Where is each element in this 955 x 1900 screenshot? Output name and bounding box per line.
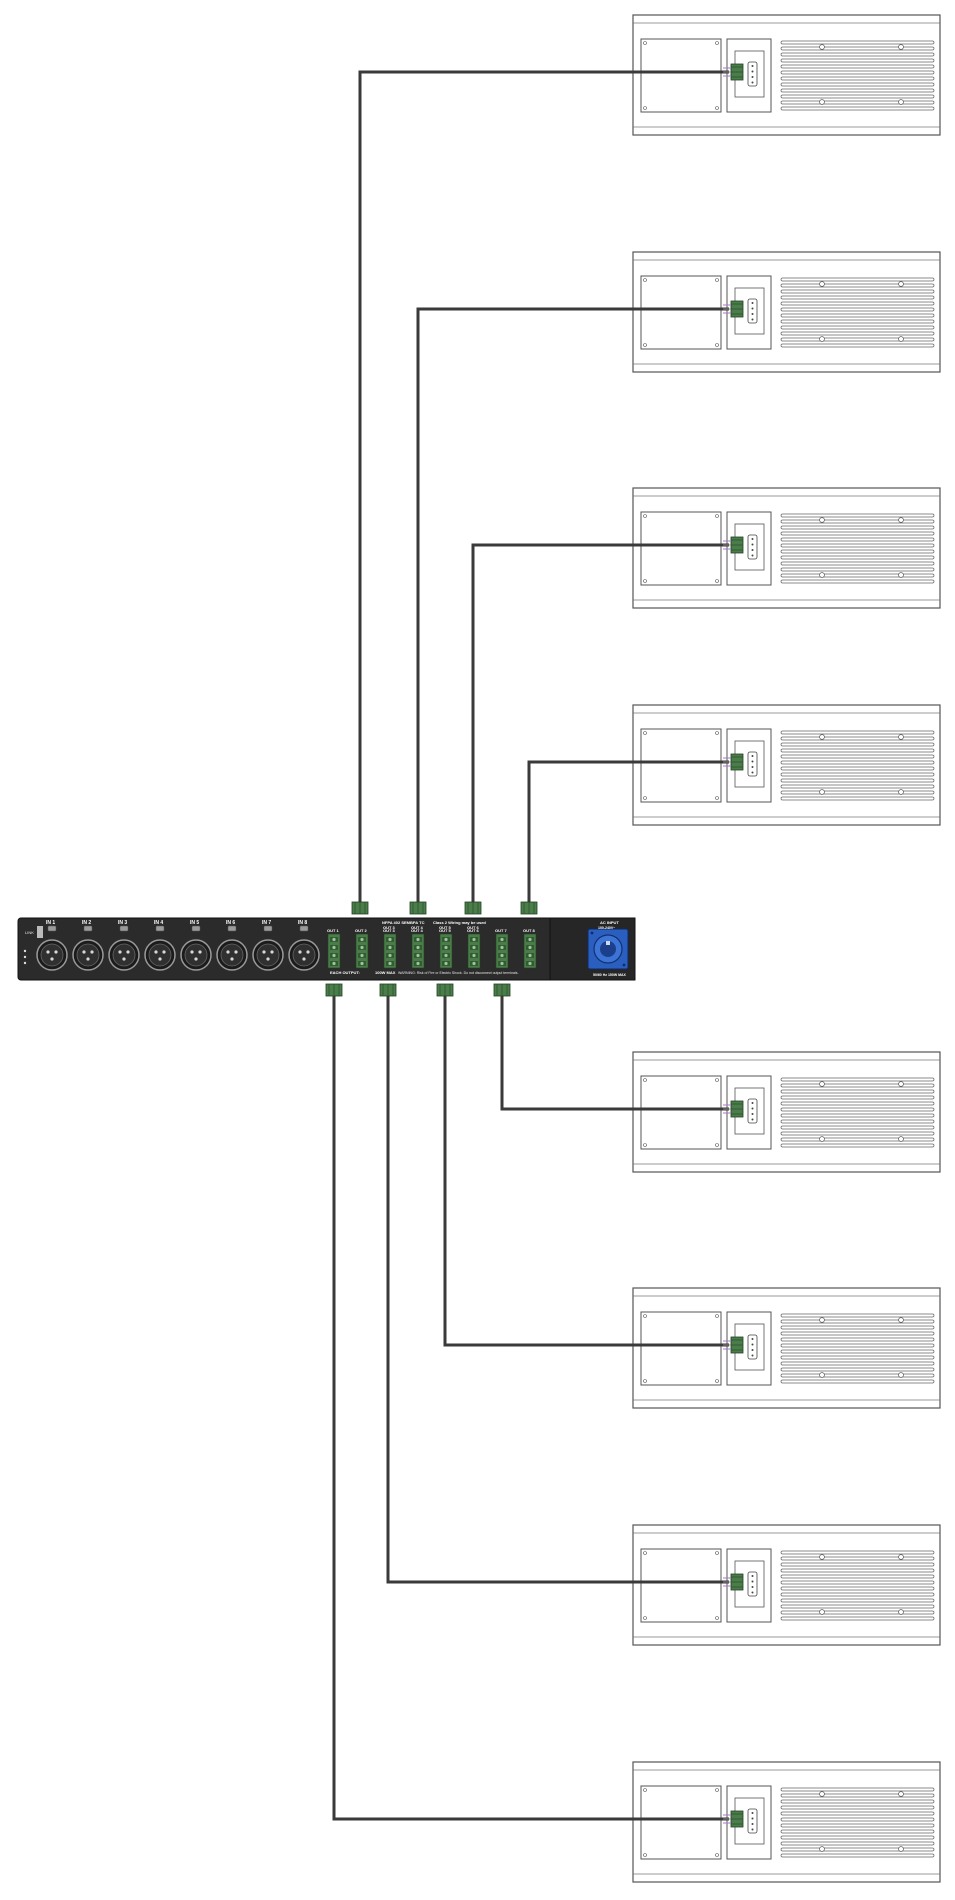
speaker-3 bbox=[632, 487, 941, 609]
amp-plug-upper-4[interactable] bbox=[520, 901, 538, 915]
link-switch[interactable]: LINK bbox=[25, 926, 43, 938]
xlr-input-8[interactable]: IN 8 bbox=[288, 920, 320, 971]
ac-input-label: AC INPUT bbox=[600, 920, 619, 925]
warning-text: WARNING: Risk of Fire or Electric Shock.… bbox=[398, 971, 518, 975]
xlr-input-6[interactable]: IN 6 bbox=[216, 920, 248, 971]
xlr-input-label: IN 3 bbox=[118, 920, 127, 926]
output-terminal-8[interactable]: OUT 8 bbox=[523, 928, 537, 969]
ac-input-voltage: 100-240V~ bbox=[598, 926, 615, 930]
speaker-8 bbox=[632, 1761, 941, 1883]
output-label: OUT 3 bbox=[383, 928, 396, 933]
cable-7 bbox=[443, 994, 729, 1347]
speaker-plug-5[interactable] bbox=[723, 1100, 744, 1118]
speaker-plug-6[interactable] bbox=[723, 1336, 744, 1354]
amp-plug-lower-3[interactable] bbox=[436, 983, 454, 997]
amp-plug-upper-1[interactable] bbox=[351, 901, 369, 915]
output-label: OUT 6 bbox=[467, 928, 480, 933]
cable-6 bbox=[386, 994, 729, 1584]
speakers-layer bbox=[632, 14, 941, 1883]
cable-5 bbox=[332, 994, 729, 1821]
output-label-upper: OUT 5 bbox=[439, 925, 452, 930]
input-legend bbox=[23, 949, 27, 965]
plugs-layer bbox=[325, 63, 744, 1828]
cable-8 bbox=[500, 994, 729, 1111]
xlr-input-label: IN 6 bbox=[226, 920, 235, 926]
speaker-plug-4[interactable] bbox=[723, 753, 744, 771]
speaker-5 bbox=[632, 1051, 941, 1173]
xlr-input-label: IN 5 bbox=[190, 920, 199, 926]
output-label-upper: OUT 4 bbox=[411, 925, 424, 930]
xlr-input-label: IN 2 bbox=[82, 920, 91, 926]
output-label: OUT 5 bbox=[439, 928, 452, 933]
amp-plug-lower-4[interactable] bbox=[493, 983, 511, 997]
xlr-input-label: IN 8 bbox=[298, 920, 307, 926]
each-output-text: EACH OUTPUT: bbox=[330, 970, 360, 975]
cable-2 bbox=[416, 307, 729, 904]
link-label: LINK bbox=[25, 930, 34, 935]
speaker-7 bbox=[632, 1524, 941, 1646]
speaker-plug-8[interactable] bbox=[723, 1810, 744, 1828]
output-label-upper: OUT 6 bbox=[467, 925, 480, 930]
xlr-input-label: IN 4 bbox=[154, 920, 163, 926]
speaker-2 bbox=[632, 251, 941, 373]
output-blocks: OUT 1 OUT 2 OUT 3 OUT 4 OUT 5 OUT 6 OUT 7 OUT 8… bbox=[327, 925, 537, 969]
xlr-input-3[interactable]: IN 3 bbox=[108, 920, 140, 971]
amplifier-rear-panel: LINK IN 1 IN 2 IN 3 IN 4 IN 5 IN 6 IN 7 IN 8 OU… bbox=[17, 917, 636, 981]
amp-plug-lower-2[interactable] bbox=[379, 983, 397, 997]
output-terminal-3[interactable]: OUT 3 bbox=[383, 928, 397, 969]
output-terminal-7[interactable]: OUT 7 bbox=[495, 928, 509, 969]
output-label: OUT 2 bbox=[355, 928, 368, 933]
max-power-text: 100W MAX bbox=[375, 970, 396, 975]
speaker-plug-3[interactable] bbox=[723, 536, 744, 554]
xlr-input-label: IN 7 bbox=[262, 920, 271, 926]
cable-1 bbox=[358, 70, 729, 904]
speaker-plug-2[interactable] bbox=[723, 300, 744, 318]
xlr-input-5[interactable]: IN 5 bbox=[180, 920, 212, 971]
speaker-1 bbox=[632, 14, 941, 136]
speaker-4 bbox=[632, 704, 941, 826]
speaker-plug-7[interactable] bbox=[723, 1573, 744, 1591]
xlr-input-1[interactable]: IN 1 bbox=[36, 920, 68, 971]
output-terminal-5[interactable]: OUT 5 bbox=[439, 928, 453, 969]
output-label-upper: OUT 3 bbox=[383, 925, 396, 930]
class-warning-text: NFPA 402 SEMBPA TC bbox=[382, 920, 425, 925]
amp-plug-upper-3[interactable] bbox=[464, 901, 482, 915]
output-terminal-1[interactable]: OUT 1 bbox=[327, 928, 341, 969]
cable-3 bbox=[471, 543, 729, 904]
speaker-6 bbox=[632, 1287, 941, 1409]
cables-layer bbox=[332, 70, 729, 1821]
amp-plug-lower-1[interactable] bbox=[325, 983, 343, 997]
output-label: OUT 1 bbox=[327, 928, 340, 933]
output-label: OUT 7 bbox=[495, 928, 508, 933]
xlr-input-label: IN 1 bbox=[46, 920, 55, 926]
output-terminal-4[interactable]: OUT 4 bbox=[411, 928, 425, 969]
output-label: OUT 4 bbox=[411, 928, 424, 933]
xlr-input-2[interactable]: IN 2 bbox=[72, 920, 104, 971]
class-note-text: Class 2 Wiring may be used bbox=[433, 920, 486, 925]
xlr-input-4[interactable]: IN 4 bbox=[144, 920, 176, 971]
cable-4 bbox=[527, 760, 729, 904]
output-terminal-2[interactable]: OUT 2 bbox=[355, 928, 369, 969]
xlr-inputs: IN 1 IN 2 IN 3 IN 4 IN 5 IN 6 IN 7 IN 8 bbox=[36, 920, 320, 971]
amp-plug-upper-2[interactable] bbox=[409, 901, 427, 915]
xlr-input-7[interactable]: IN 7 bbox=[252, 920, 284, 971]
speaker-plug-1[interactable] bbox=[723, 63, 744, 81]
output-terminal-6[interactable]: OUT 6 bbox=[467, 928, 481, 969]
output-label: OUT 8 bbox=[523, 928, 536, 933]
ac-input-connector[interactable] bbox=[587, 928, 629, 970]
ac-input-power: 50/60 Hz 150W MAX bbox=[593, 973, 627, 977]
